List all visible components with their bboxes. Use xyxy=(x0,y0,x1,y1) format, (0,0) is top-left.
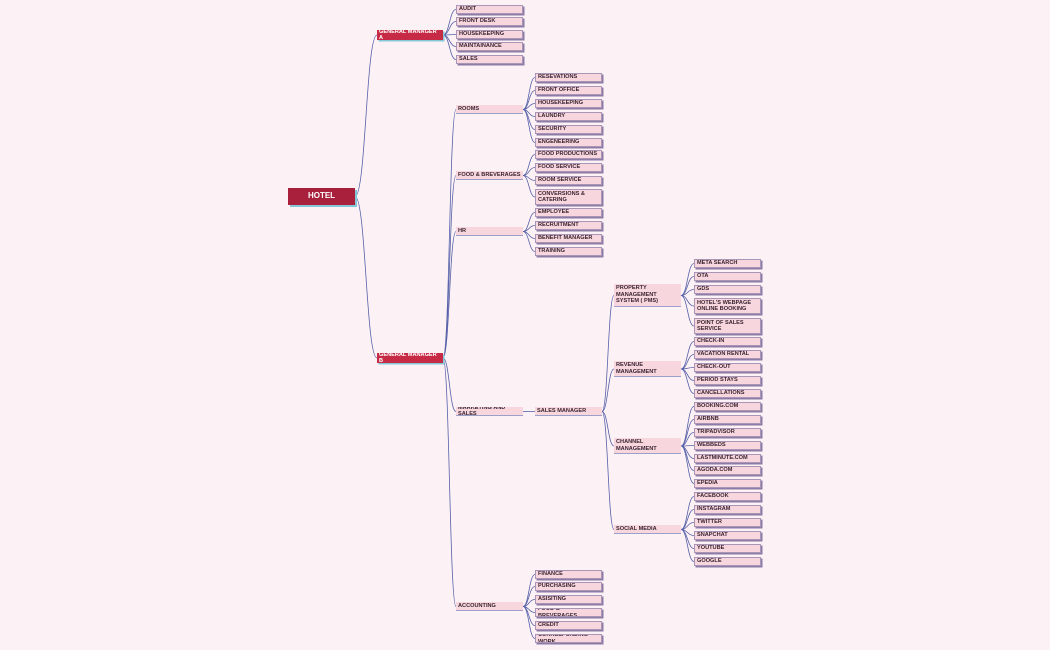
connector-revenue-management-node-to-revenue-item-period-stays xyxy=(680,368,695,381)
accounting-item-finance[interactable]: FINANCE xyxy=(535,570,602,579)
social-item-youtube[interactable]: YOUTUBE xyxy=(694,544,761,553)
channel-item-epedia[interactable]: EPEDIA xyxy=(694,479,761,488)
connector-sales-manager-node-to-channel-management-node xyxy=(601,411,615,447)
rooms-item-security[interactable]: SECURITY xyxy=(535,125,602,134)
hr-item-benefit-manager[interactable]: BENEFIT MANAGER xyxy=(535,234,602,243)
accounting-item-credit[interactable]: CREDIT xyxy=(535,621,602,630)
revenue-management-node[interactable]: REVENUE MANAGEMENT xyxy=(614,361,681,377)
gm-a-item-housekeeping[interactable]: HOUSEKEEPING xyxy=(456,30,523,39)
sales-manager-node[interactable]: SALES MANAGER xyxy=(535,407,602,416)
revenue-item-period-stays[interactable]: PERIOD STAYS xyxy=(694,376,761,385)
channel-management-node[interactable]: CHANNEL MANAGEMENT xyxy=(614,438,681,454)
channel-item-webbeds[interactable]: WEBBEDS xyxy=(694,441,761,450)
gm-a-item-maintainance[interactable]: MAINTAINANCE xyxy=(456,42,523,51)
pms-node[interactable]: PROPERTY MANAGEMENT SYSTEM ( PMS) xyxy=(614,284,681,307)
connector-hr-node-to-hr-item-training xyxy=(522,231,536,252)
accounting-item-food-breverages[interactable]: FOOD & BREVERAGES xyxy=(535,608,602,617)
connector-rooms-node-to-rooms-item-engeneering xyxy=(522,109,536,143)
connector-sales-manager-node-to-pms-node xyxy=(601,295,615,412)
connector-social-media-node-to-social-item-facebook xyxy=(680,496,695,530)
food-item-conversions-catering[interactable]: CONVERSIONS & CATERING xyxy=(535,189,602,205)
social-item-google[interactable]: GOOGLE xyxy=(694,557,761,566)
hr-item-training[interactable]: TRAINING xyxy=(535,247,602,256)
connector-pms-node-to-pms-item-meta-search xyxy=(680,263,695,296)
connector-rooms-node-to-rooms-item-resevations xyxy=(522,77,536,110)
social-item-twitter[interactable]: TWITTER xyxy=(694,518,761,527)
gm-a-item-audit[interactable]: AUDIT xyxy=(456,5,523,14)
gm-a-item-sales[interactable]: SALES xyxy=(456,55,523,64)
connector-sales-manager-node-to-revenue-management-node xyxy=(601,368,615,412)
rooms-item-laundry[interactable]: LAUNDRY xyxy=(535,112,602,121)
connector-accounting-node-to-accounting-item-corresponding-work xyxy=(522,606,536,639)
root-node-hotel[interactable]: HOTEL xyxy=(288,188,355,205)
pms-item-meta-search[interactable]: META SEARCH xyxy=(694,259,761,268)
pms-item-hotel-webpage[interactable]: HOTEL'S WEBPAGE ONLINE BOOKING xyxy=(694,298,761,314)
accounting-item-asisiting[interactable]: ASISITING xyxy=(535,595,602,604)
channel-item-tripadvisor[interactable]: TRIPADVISOR xyxy=(694,428,761,437)
channel-item-lastminute[interactable]: LASTMINUTE.COM xyxy=(694,454,761,463)
accounting-item-purchasing[interactable]: PURCHASING xyxy=(535,582,602,591)
connector-pms-node-to-pms-item-point-of-sales xyxy=(680,295,695,327)
revenue-item-check-out[interactable]: CHECK-OUT xyxy=(694,363,761,372)
connector-sales-manager-node-to-social-media-node xyxy=(601,411,615,530)
pms-item-point-of-sales[interactable]: POINT OF SALES SERVICE xyxy=(694,318,761,334)
connector-root-node-hotel-to-general-manager-a-node xyxy=(354,34,378,197)
accounting-item-corresponding-work[interactable]: CORRESPONDING WORK xyxy=(535,634,602,643)
connector-general-manager-b-node-to-hr-node xyxy=(442,231,457,359)
general-manager-b-node[interactable]: GENERAL MANAGER B xyxy=(377,353,443,363)
connector-root-node-hotel-to-general-manager-b-node xyxy=(354,196,378,359)
connector-food-breverages-node-to-food-item-conversions-catering xyxy=(522,175,536,198)
connector-food-breverages-node-to-food-item-productions xyxy=(522,154,536,176)
connector-general-manager-b-node-to-marketing-sales-node xyxy=(442,357,457,412)
food-item-room-service[interactable]: ROOM SERVICE xyxy=(535,176,602,185)
social-item-snapchat[interactable]: SNAPCHAT xyxy=(694,531,761,540)
connector-pms-node-to-pms-item-gds xyxy=(680,289,695,296)
channel-item-agoda[interactable]: AGODA.COM xyxy=(694,466,761,475)
marketing-sales-node[interactable]: MARKETING AND SALES xyxy=(456,407,523,416)
food-item-service[interactable]: FOOD SERVICE xyxy=(535,163,602,172)
connector-accounting-node-to-accounting-item-finance xyxy=(522,574,536,607)
revenue-item-vacation-rental[interactable]: VACATION RENTAL xyxy=(694,350,761,359)
social-item-instagram[interactable]: INSTAGRAM xyxy=(694,505,761,514)
connector-revenue-management-node-to-revenue-item-cancellations xyxy=(680,368,695,394)
connector-social-media-node-to-social-item-google xyxy=(680,529,695,562)
pms-item-gds[interactable]: GDS xyxy=(694,285,761,294)
connector-general-manager-a-node-to-gm-a-item-maintainance xyxy=(442,34,457,47)
gm-a-item-front-desk[interactable]: FRONT DESK xyxy=(456,17,523,26)
food-item-productions[interactable]: FOOD PRODUCTIONS xyxy=(535,150,602,159)
social-media-node[interactable]: SOCIAL MEDIA xyxy=(614,525,681,534)
channel-item-airbnb[interactable]: AIRBNB xyxy=(694,415,761,424)
channel-item-booking[interactable]: BOOKING.COM xyxy=(694,402,761,411)
revenue-item-check-in[interactable]: CHECK-IN xyxy=(694,337,761,346)
connector-general-manager-b-node-to-food-breverages-node xyxy=(442,175,457,359)
rooms-item-engeneering[interactable]: ENGENEERING xyxy=(535,138,602,147)
connector-general-manager-b-node-to-accounting-node xyxy=(442,357,457,607)
connector-channel-management-node-to-channel-item-epedia xyxy=(680,445,695,484)
general-manager-a-node[interactable]: GENERAL MANAGER A xyxy=(377,30,443,40)
rooms-item-resevations[interactable]: RESEVATIONS xyxy=(535,73,602,82)
pms-item-ota[interactable]: OTA xyxy=(694,272,761,281)
food-breverages-node[interactable]: FOOD & BREVERAGES xyxy=(456,171,523,180)
rooms-item-housekeeping[interactable]: HOUSEKEEPING xyxy=(535,99,602,108)
accounting-node[interactable]: ACCOUNTING xyxy=(456,602,523,611)
hr-node[interactable]: HR xyxy=(456,227,523,236)
social-item-facebook[interactable]: FACEBOOK xyxy=(694,492,761,501)
hr-item-employee[interactable]: EMPLOYEE xyxy=(535,208,602,217)
rooms-node[interactable]: ROOMS xyxy=(456,105,523,114)
rooms-item-front-office[interactable]: FRONT OFFICE xyxy=(535,86,602,95)
connector-general-manager-a-node-to-gm-a-item-sales xyxy=(442,34,457,60)
revenue-item-cancellations[interactable]: CANCELLATIONS xyxy=(694,389,761,398)
connector-general-manager-b-node-to-rooms-node xyxy=(442,109,457,359)
hr-item-recruitment[interactable]: RECRUITMENT xyxy=(535,221,602,230)
